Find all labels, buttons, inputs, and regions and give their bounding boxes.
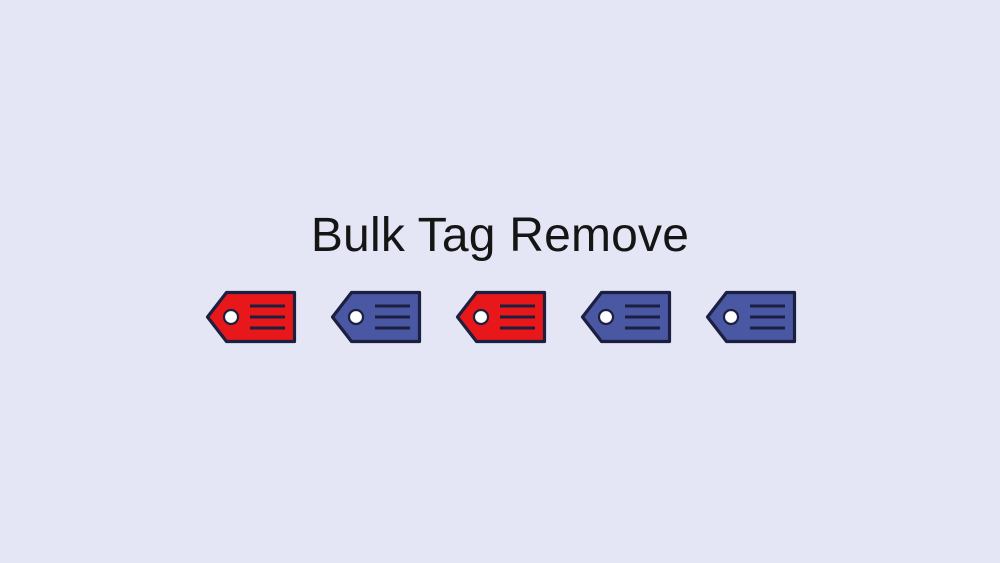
tag-row [205,290,797,344]
tag-icon[interactable] [580,290,672,344]
tag-hole-icon [722,308,740,326]
tag-icon[interactable] [205,290,297,344]
page-title: Bulk Tag Remove [310,209,690,262]
tag-hole-icon [472,308,490,326]
tag-hole-icon [222,308,240,326]
tag-icon[interactable] [705,290,797,344]
tag-icon[interactable] [330,290,422,344]
tag-hole-icon [347,308,365,326]
tag-hole-icon [597,308,615,326]
tag-icon[interactable] [455,290,547,344]
